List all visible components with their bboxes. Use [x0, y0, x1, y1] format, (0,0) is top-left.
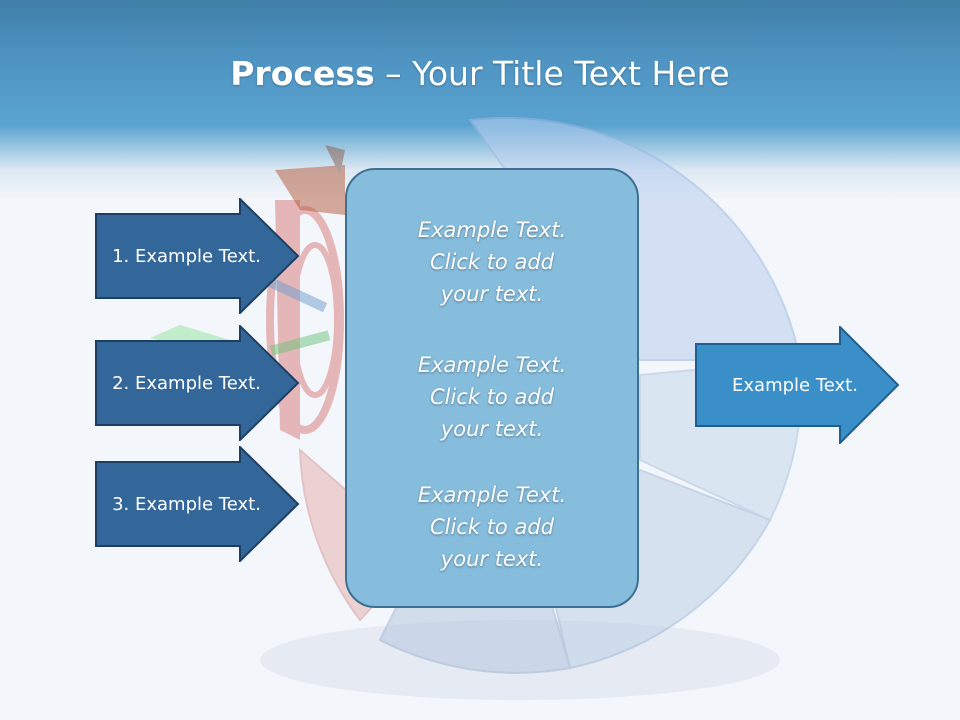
- text-line: Click to add: [429, 515, 554, 539]
- arrow-shape: [95, 446, 300, 562]
- title-rest: – Your Title Text Here: [374, 54, 730, 93]
- left-arrow-2[interactable]: 2. Example Text.: [95, 325, 300, 441]
- title-bold: Process: [230, 54, 375, 93]
- arrow-label: 1. Example Text.: [112, 245, 261, 267]
- text-line: your text.: [440, 547, 544, 571]
- slide-title: Process – Your Title Text Here: [0, 52, 960, 96]
- text-block-2: Example Text. Click to add your text.: [347, 349, 637, 445]
- left-arrow-3[interactable]: 3. Example Text.: [95, 446, 300, 562]
- center-text-box[interactable]: Example Text. Click to add your text. Ex…: [345, 168, 639, 608]
- text-line: Click to add: [429, 385, 554, 409]
- text-block-1: Example Text. Click to add your text.: [347, 214, 637, 310]
- arrow-shape: [695, 326, 900, 444]
- arrow-label: 2. Example Text.: [112, 372, 261, 394]
- text-line: Example Text.: [417, 218, 567, 242]
- text-line: your text.: [440, 417, 544, 441]
- text-line: your text.: [440, 282, 544, 306]
- arrow-label: Example Text.: [732, 374, 858, 396]
- left-arrow-1[interactable]: 1. Example Text.: [95, 198, 300, 314]
- arrow-shape: [95, 325, 300, 441]
- right-arrow[interactable]: Example Text.: [695, 326, 900, 444]
- arrow-label: 3. Example Text.: [112, 493, 261, 515]
- dart-icon: [150, 145, 345, 356]
- text-line: Click to add: [429, 250, 554, 274]
- header-band: [0, 0, 960, 200]
- text-block-3: Example Text. Click to add your text.: [347, 479, 637, 575]
- text-line: Example Text.: [417, 353, 567, 377]
- arrow-shape: [95, 198, 300, 314]
- text-line: Example Text.: [417, 483, 567, 507]
